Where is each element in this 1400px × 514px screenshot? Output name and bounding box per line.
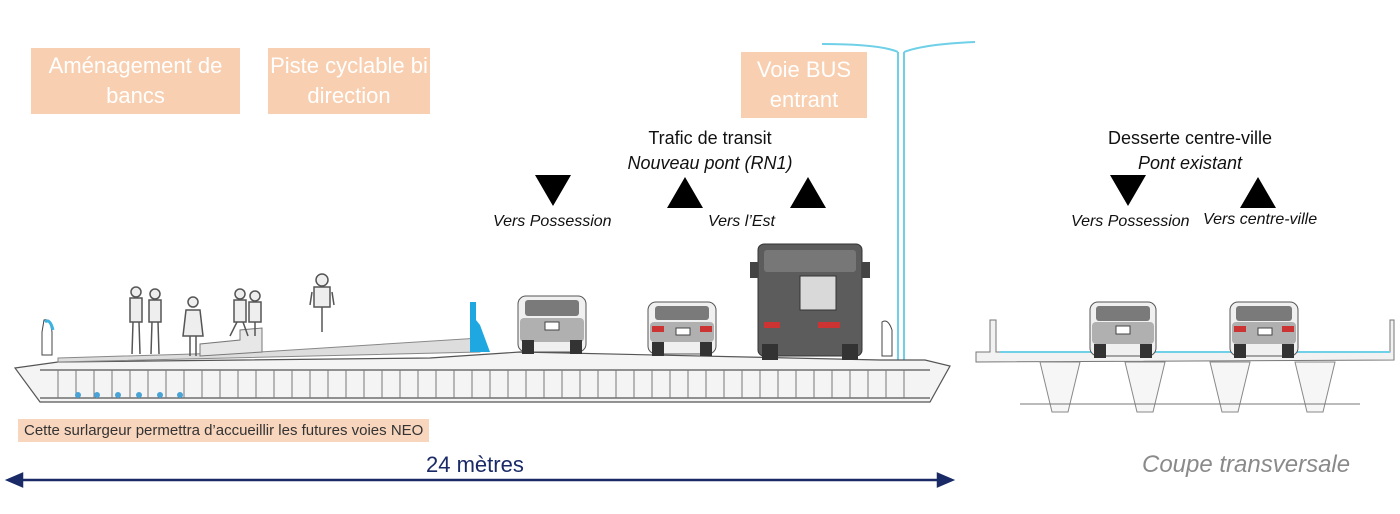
arrow-up-centre <box>1240 177 1276 208</box>
cyclist <box>309 273 335 332</box>
right-bollard <box>881 320 893 357</box>
pedestrians <box>129 286 262 356</box>
transit-dir-right: Vers l’Est <box>708 213 775 230</box>
new-bridge-deck <box>13 351 951 403</box>
benches-box: Aménagement de bancs <box>31 48 240 114</box>
city-subtitle: Pont existant <box>1137 153 1243 173</box>
car-possession-1 <box>517 295 587 354</box>
deck-ducts <box>75 392 183 398</box>
future-lanes-note: Cette surlargeur permettra d’accueillir … <box>18 419 430 442</box>
transit-dir-left: Vers Possession <box>493 213 612 230</box>
bus-lane-label: Voie BUS entrant <box>756 57 852 112</box>
width-arrow <box>4 472 956 488</box>
light-pole <box>821 41 976 360</box>
city-dir-left: Vers Possession <box>1071 213 1190 230</box>
deck-duct <box>157 392 163 398</box>
car-city-1 <box>1089 301 1157 358</box>
deck-duct <box>115 392 121 398</box>
arrow-up-east-1 <box>667 177 703 208</box>
car-city-2 <box>1229 301 1299 358</box>
arrow-down-possession-2 <box>1110 175 1146 206</box>
width-label: 24 mètres <box>426 452 524 477</box>
deck-duct <box>75 392 81 398</box>
section-title: Coupe transversale <box>1142 451 1351 478</box>
transit-subtitle: Nouveau pont (RN1) <box>627 153 793 173</box>
existing-bridge <box>975 319 1395 413</box>
transit-title: Trafic de transit <box>648 128 772 148</box>
cycle-lane-separator <box>470 302 490 352</box>
benches-label: Aménagement de bancs <box>48 53 223 108</box>
bike-path-label: Piste cyclable bi direction <box>270 53 428 108</box>
deck-duct <box>136 392 142 398</box>
deck-duct <box>94 392 100 398</box>
deck-duct <box>177 392 183 398</box>
arrow-up-east-2 <box>790 177 826 208</box>
bus-lane-box: Voie BUS entrant <box>741 52 867 118</box>
bike-path-box: Piste cyclable bi direction <box>268 48 430 114</box>
bus <box>750 243 870 360</box>
bench-steps <box>199 327 263 357</box>
arrow-down-possession <box>535 175 571 206</box>
existing-girders <box>1039 361 1336 413</box>
car-east-1 <box>647 301 717 356</box>
city-title: Desserte centre-ville <box>1107 128 1273 148</box>
city-dir-right: Vers centre-ville <box>1203 211 1318 228</box>
